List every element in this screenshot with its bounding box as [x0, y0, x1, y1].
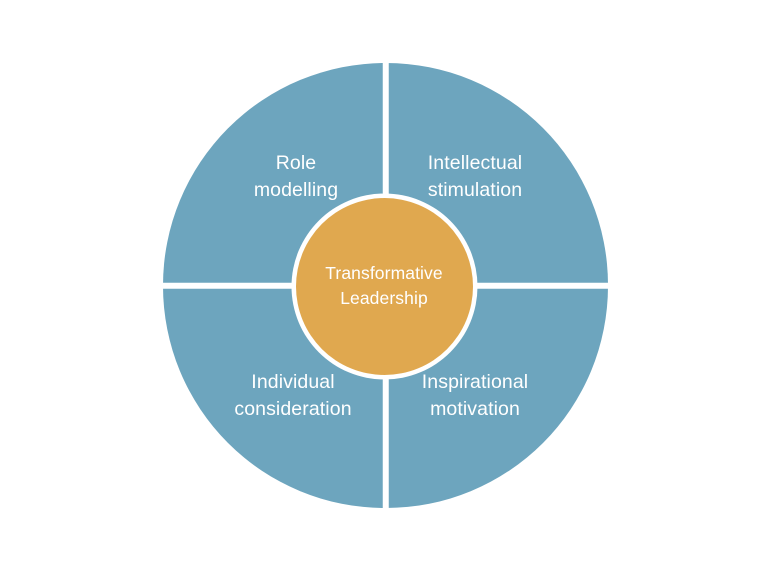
quadrant-label-role-modelling: Role modelling [253, 152, 339, 201]
quadrant-label-individual-consideration: Individual consideration [234, 371, 352, 420]
quadrant-label-intellectual-stimulation: Intellectual stimulation [427, 152, 523, 201]
center-hub-transformative-leadership[interactable]: Transformative Leadership [295, 197, 473, 375]
center-hub-label: Transformative Leadership [325, 263, 443, 308]
transformative-leadership-wheel: Role modelling Intellectual stimulation … [161, 61, 610, 510]
quadrant-label-inspirational-motivation: Inspirational motivation [421, 371, 529, 420]
